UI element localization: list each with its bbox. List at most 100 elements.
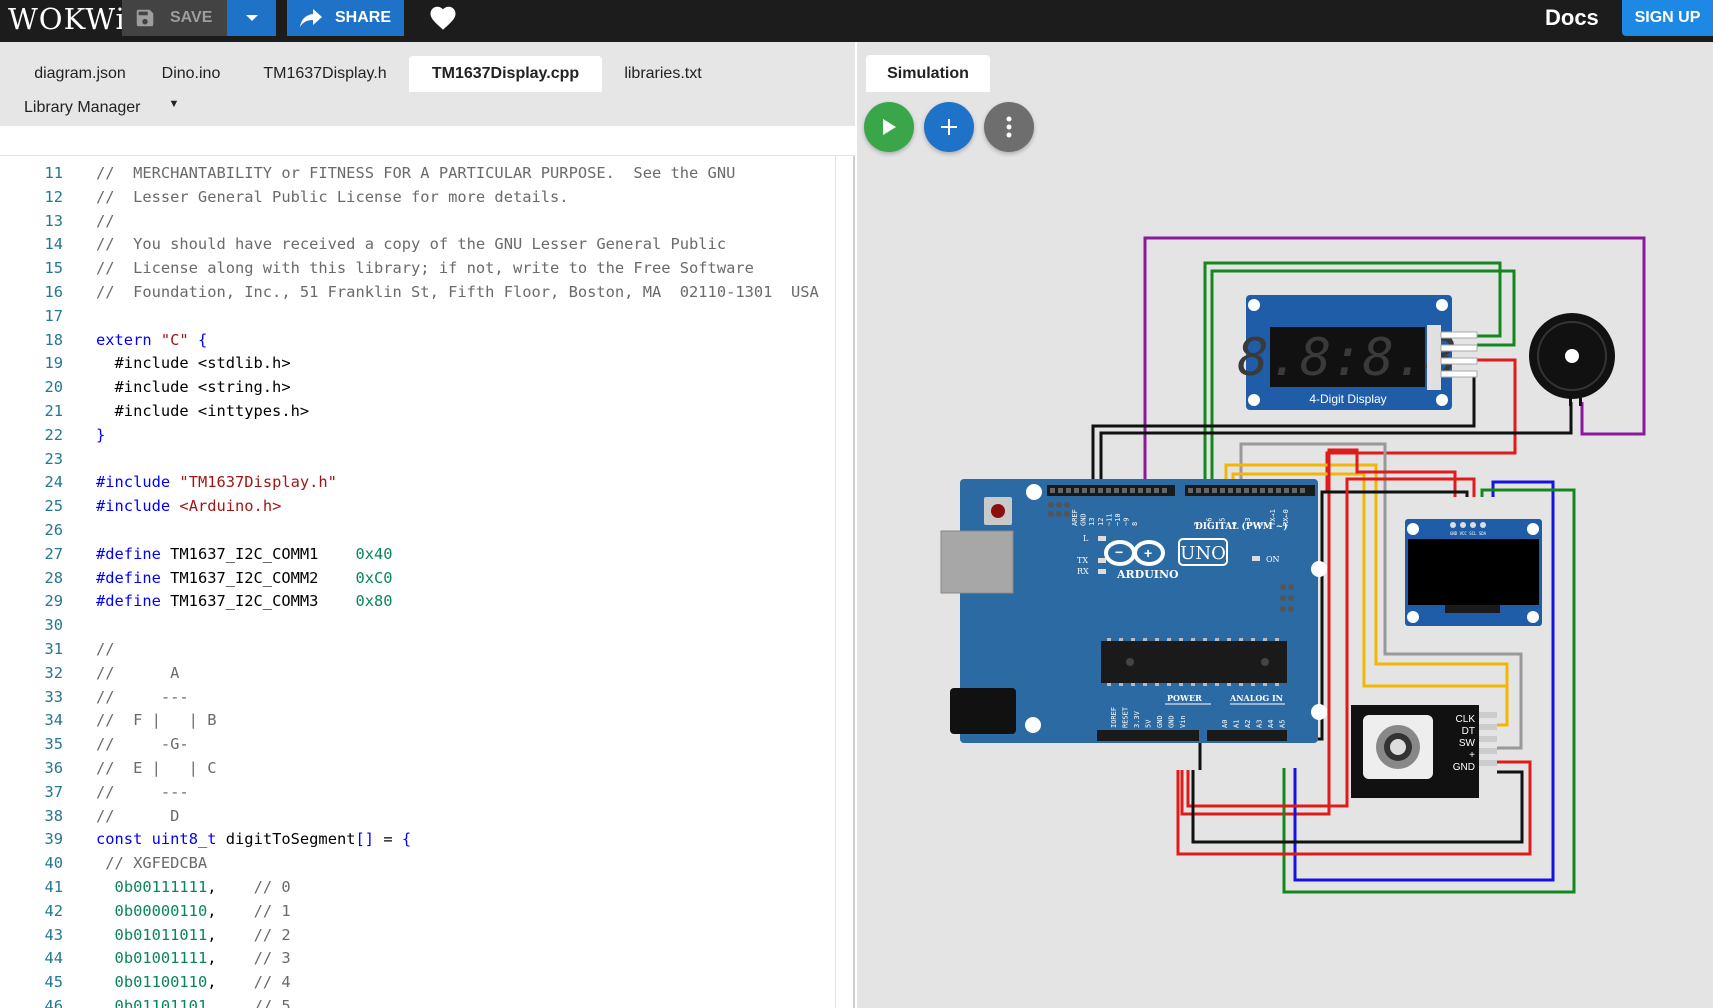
add-part-button[interactable] xyxy=(924,102,974,152)
arduino-led-l: L xyxy=(1083,534,1089,543)
arduino-pin-label: Vin xyxy=(1179,715,1187,728)
code-line[interactable]: 29#define TM1637_I2C_COMM3 0x80 xyxy=(0,590,835,614)
wire-black-encoder[interactable] xyxy=(1191,770,1524,844)
tab-simulation[interactable]: Simulation xyxy=(866,55,990,92)
code-text: 0b00111111, // 0 xyxy=(114,878,291,896)
code-line[interactable]: 46 0b01101101, // 5 xyxy=(0,995,835,1008)
wire-red-encoder-2[interactable] xyxy=(1176,760,1532,856)
code-text: const uint8_t digitToSegment[] = { xyxy=(96,830,412,849)
wire-yellow-2[interactable] xyxy=(1231,472,1509,712)
display-label: 4-Digit Display xyxy=(1309,392,1386,406)
wire-black-buzzer[interactable] xyxy=(1099,402,1573,492)
code-line[interactable]: 12// Lesser General Public License for m… xyxy=(0,186,835,210)
wire-blue-oled[interactable] xyxy=(1293,480,1555,882)
more-options-button[interactable] xyxy=(984,102,1034,152)
code-line[interactable]: 11// MERCHANTABILITY or FITNESS FOR A PA… xyxy=(0,162,835,186)
code-text: 0b00000110, // 1 xyxy=(114,901,291,920)
buzzer[interactable] xyxy=(1529,313,1615,406)
arduino-digital-label: DIGITAL (PWM ~) xyxy=(1195,521,1288,532)
code-line[interactable]: 30 xyxy=(0,614,835,638)
code-line[interactable]: 15// License along with this library; if… xyxy=(0,257,835,281)
tm1637-display[interactable]: 8.8:8.8 4-Digit Display xyxy=(1237,295,1478,410)
code-text: #define TM1637_I2C_COMM1 0x40 xyxy=(96,544,393,563)
code-line[interactable]: 38// D xyxy=(0,805,835,829)
line-number: 35 xyxy=(44,735,63,754)
start-simulation-button[interactable] xyxy=(864,102,914,152)
line-number: 36 xyxy=(44,759,63,777)
tab-tm1637display-cpp[interactable]: TM1637Display.cpp xyxy=(409,56,602,92)
wire-green-1[interactable] xyxy=(1203,261,1502,492)
save-dropdown-button[interactable] xyxy=(227,0,276,36)
code-line[interactable]: 19 #include <stdlib.h> xyxy=(0,352,835,376)
tab-diagram-json[interactable]: diagram.json xyxy=(34,65,126,82)
code-line[interactable]: 35// -G- xyxy=(0,733,835,757)
code-line[interactable]: 24#include "TM1637Display.h" xyxy=(0,471,835,495)
code-line[interactable]: 23 xyxy=(0,448,835,472)
line-number: 22 xyxy=(44,425,63,444)
caret-down-icon[interactable]: ▼ xyxy=(168,98,180,110)
save-button[interactable]: SAVE xyxy=(122,0,227,36)
save-label: SAVE xyxy=(170,9,213,26)
code-line[interactable]: 22} xyxy=(0,424,835,448)
code-line[interactable]: 44 0b01001111, // 3 xyxy=(0,947,835,971)
line-number: 44 xyxy=(44,949,63,968)
code-line[interactable]: 27#define TM1637_I2C_COMM1 0x40 xyxy=(0,543,835,567)
code-line[interactable]: 21 #include <inttypes.h> xyxy=(0,400,835,424)
arduino-led-on: ON xyxy=(1266,555,1280,564)
code-line[interactable]: 33// --- xyxy=(0,686,835,710)
tab-tm1637display-h[interactable]: TM1637Display.h xyxy=(263,65,387,82)
circuit-canvas[interactable]: 8.8:8.8 4-Digit Display xyxy=(857,42,1713,1008)
wire-red-oled[interactable] xyxy=(1186,477,1476,808)
code-line[interactable]: 43 0b01011011, // 2 xyxy=(0,924,835,948)
oled-display[interactable]: GND VCC SCL SDA xyxy=(1405,519,1542,626)
code-line[interactable]: 16// Foundation, Inc., 51 Franklin St, F… xyxy=(0,281,835,305)
line-number: 20 xyxy=(44,378,63,397)
wire-green-2[interactable] xyxy=(1210,269,1516,492)
code-line[interactable]: 39 const uint8_t digitToSegment[] = { xyxy=(0,828,835,852)
docs-link[interactable]: Docs xyxy=(1545,5,1599,30)
library-manager-tab[interactable]: Library Manager ▼ xyxy=(24,94,179,122)
code-line[interactable]: 26 xyxy=(0,519,835,543)
code-editor[interactable]: 11// MERCHANTABILITY or FITNESS FOR A PA… xyxy=(0,156,836,1008)
wire-green-oled[interactable] xyxy=(1282,488,1576,894)
code-line[interactable]: 37// --- xyxy=(0,781,835,805)
code-line[interactable]: 20 #include <string.h> xyxy=(0,376,835,400)
code-line[interactable]: 34// F | | B xyxy=(0,709,835,733)
wokwi-logo[interactable]: WOKWi xyxy=(8,2,126,36)
tab-dino-ino[interactable]: Dino.ino xyxy=(161,65,221,82)
code-line[interactable]: 28#define TM1637_I2C_COMM2 0xC0 xyxy=(0,567,835,591)
wire-black-oled[interactable] xyxy=(1198,490,1469,770)
share-button[interactable]: SHARE xyxy=(287,0,404,36)
code-line[interactable]: 32// A xyxy=(0,662,835,686)
code-line[interactable]: 17 xyxy=(0,305,835,329)
display-digits: 8.8:8.8 xyxy=(1237,328,1456,388)
code-line[interactable]: 25#include <Arduino.h> xyxy=(0,495,835,519)
code-line[interactable]: 13// xyxy=(0,210,835,234)
line-number: 39 xyxy=(44,830,63,849)
wire-gray[interactable] xyxy=(1239,442,1523,750)
code-text: 0b01100110, // 4 xyxy=(114,973,291,992)
code-line[interactable]: 40 // XGFEDCBA xyxy=(0,852,835,876)
sign-up-button[interactable]: SIGN UP xyxy=(1622,0,1713,36)
code-line[interactable]: 14// You should have received a copy of … xyxy=(0,233,835,257)
line-number: 16 xyxy=(44,283,63,301)
heart-icon[interactable] xyxy=(428,3,458,38)
tab-libraries-txt[interactable]: libraries.txt xyxy=(624,65,702,82)
arduino-pin-label: 7 xyxy=(1193,522,1201,526)
line-number: 12 xyxy=(44,187,63,206)
arduino-pin-label: ~5 xyxy=(1218,518,1226,526)
file-tabs: diagram.json Dino.ino TM1637Display.h TM… xyxy=(0,42,855,126)
arduino-pin-label: ~11 xyxy=(1105,513,1113,526)
wire-purple[interactable] xyxy=(1143,236,1646,492)
wire-yellow-1[interactable] xyxy=(1224,463,1509,727)
arduino-pin-label: ~10 xyxy=(1114,513,1122,526)
code-line[interactable]: 42 0b00000110, // 1 xyxy=(0,900,835,924)
code-line[interactable]: 45 0b01100110, // 4 xyxy=(0,971,835,995)
wire-red-encoder[interactable] xyxy=(1180,448,1457,816)
code-line[interactable]: 36// E | | C xyxy=(0,757,835,781)
code-line[interactable]: 41 0b00111111, // 0 xyxy=(0,876,835,900)
code-line[interactable]: 31// xyxy=(0,638,835,662)
